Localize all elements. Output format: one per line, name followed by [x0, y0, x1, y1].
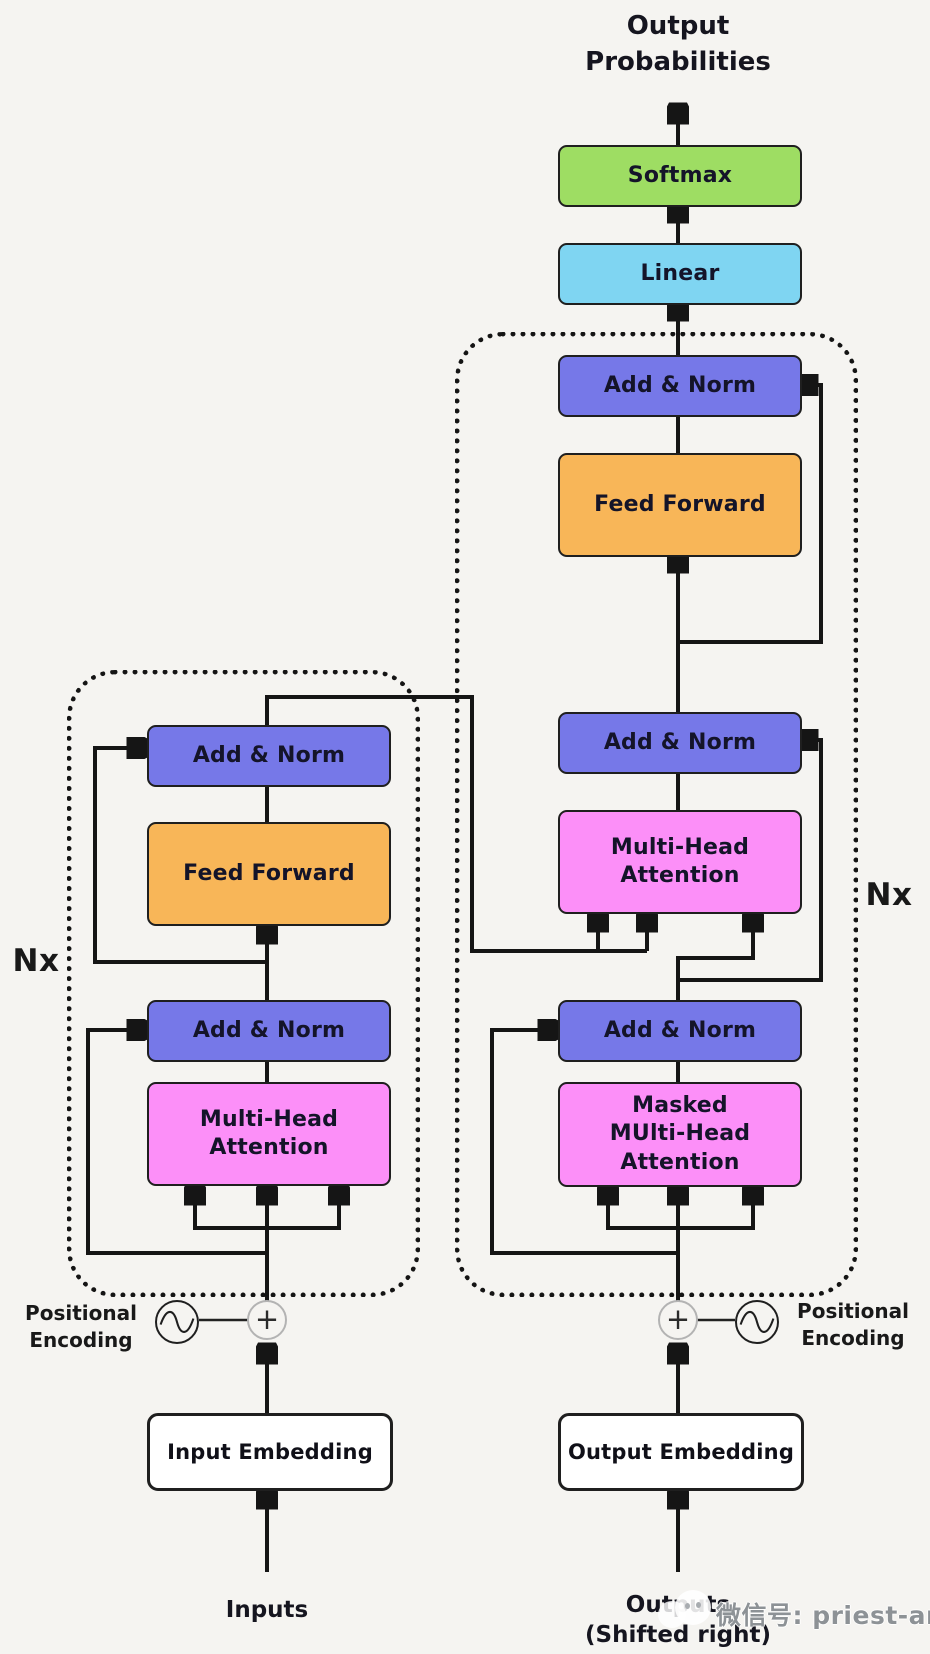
decoder-add-norm-bottom-block: Add & Norm [558, 1000, 802, 1062]
encoder-add-norm-top-label: Add & Norm [192, 742, 346, 768]
plus-icon: + [658, 1300, 698, 1340]
masked-attention-line2: MUlti-Head [609, 1121, 751, 1147]
encoder-feed-forward-label: Feed Forward [183, 860, 355, 886]
decoder-add-norm-middle-block: Add & Norm [558, 712, 802, 774]
encoder-add-norm-bottom-label: Add & Norm [192, 1017, 346, 1043]
encoder-add-norm-bottom-block: Add & Norm [147, 1000, 391, 1062]
inputs-label: Inputs [225, 1597, 309, 1623]
page-title: Output Probabilities [585, 11, 771, 78]
masked-attention-line3: Attention [620, 1149, 740, 1175]
pe-right-line2: Encoding [801, 1326, 905, 1350]
decoder-attention-line1: Multi-Head [610, 834, 750, 860]
sine-wave-icon [155, 1300, 199, 1344]
decoder-add-norm-top-block: Add & Norm [558, 355, 802, 417]
decoder-feed-forward-label: Feed Forward [594, 491, 766, 517]
encoder-multi-head-attention-block: Multi-Head Attention [147, 1082, 391, 1186]
decoder-stack-frame [455, 332, 858, 1297]
encoder-nx-label: Nx [12, 943, 60, 979]
decoder-add-norm-middle-label: Add & Norm [603, 729, 757, 755]
decoder-add-norm-top-label: Add & Norm [603, 372, 757, 398]
encoder-attention-line2: Attention [209, 1135, 329, 1160]
encoder-feed-forward-block: Feed Forward [147, 822, 391, 926]
decoder-nx-label: Nx [865, 877, 913, 913]
output-embedding-label: Output Embedding [567, 1439, 795, 1464]
encoder-stack-frame [67, 670, 420, 1297]
watermark-text: 微信号: priest-arc [716, 1601, 930, 1630]
encoder-add-norm-top-block: Add & Norm [147, 725, 391, 787]
input-embedding-label: Input Embedding [167, 1439, 373, 1464]
softmax-block: Softmax [558, 145, 802, 207]
decoder-positional-encoding-label: Positional Encoding [792, 1298, 914, 1352]
plus-icon: + [247, 1300, 287, 1340]
masked-multi-head-attention-block: Masked MUlti-Head Attention [558, 1082, 802, 1187]
masked-attention-line1: Masked [632, 1093, 728, 1119]
encoder-attention-line1: Multi-Head [199, 1106, 339, 1132]
decoder-attention-line2: Attention [620, 863, 740, 888]
decoder-feed-forward-block: Feed Forward [558, 453, 802, 557]
softmax-label: Softmax [627, 162, 733, 188]
pe-left-line1: Positional [25, 1301, 137, 1325]
decoder-add-norm-bottom-label: Add & Norm [603, 1017, 757, 1043]
decoder-multi-head-attention-block: Multi-Head Attention [558, 810, 802, 914]
linear-label: Linear [640, 260, 720, 286]
wechat-icon [675, 1590, 711, 1625]
pe-right-line1: Positional [797, 1299, 909, 1323]
pe-left-line2: Encoding [29, 1328, 133, 1352]
input-embedding-block: Input Embedding [147, 1413, 393, 1491]
encoder-positional-encoding-label: Positional Encoding [14, 1300, 148, 1354]
linear-block: Linear [558, 243, 802, 305]
sine-wave-icon [735, 1300, 779, 1344]
output-embedding-block: Output Embedding [558, 1413, 804, 1491]
